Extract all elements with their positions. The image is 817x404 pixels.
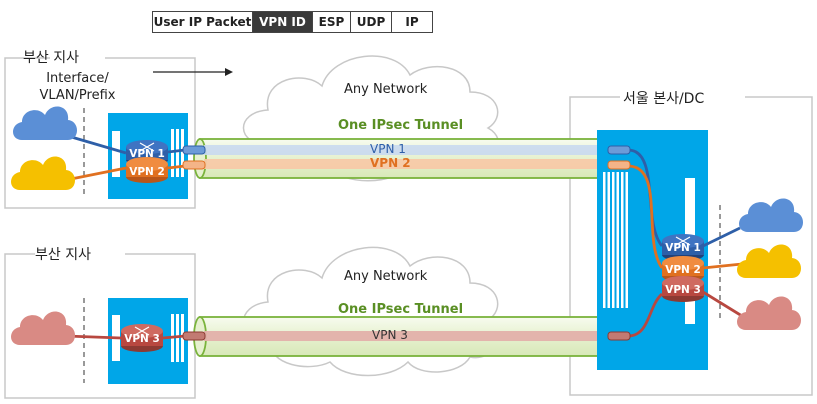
router-vpn3-hq-label: VPN 3 (665, 284, 701, 296)
tunnel-label-bottom: One IPsec Tunnel (338, 302, 464, 317)
router-vpn2-branch-top-label: VPN 2 (129, 166, 165, 178)
link-vpn3-bottom-branch (65, 334, 122, 340)
router-vpn1-branch-top-label: VPN 1 (129, 148, 165, 160)
packet-field-ip: IP (391, 11, 433, 33)
packet-field-udp: UDP (350, 11, 392, 33)
link-vpn2-top-branch (65, 166, 127, 182)
link-vpn3-to-tunnel (162, 334, 186, 340)
hq-title: 서울 본사/DC (623, 91, 705, 107)
link-vpn2-hq-cloud (702, 262, 743, 270)
router-vpn2-hq-label: VPN 2 (665, 264, 701, 276)
tunnel-top-vpn1-band (204, 145, 610, 155)
link-vpn3-hq (627, 292, 664, 338)
cloud-blue-hq-icon (739, 198, 803, 232)
branch-top-box (4, 57, 196, 209)
router-vpn3-branch-bottom-label: VPN 3 (124, 333, 160, 345)
link-vpn2-to-tunnel (167, 164, 186, 170)
branch-bottom-box (4, 253, 196, 399)
cloud-blue-branch-icon (13, 106, 77, 140)
interface-label: Interface/ VLAN/Prefix (39, 71, 116, 103)
router-vpn2-branch-top (126, 157, 168, 183)
router-vpn3-hq (662, 276, 704, 302)
router-vpn1-hq-label: VPN 1 (665, 242, 701, 254)
branch-top-title: 부산 지사 (23, 50, 79, 66)
link-vpn1-hq-cloud (702, 226, 741, 248)
tunnel-top-vpn2-band (204, 159, 610, 169)
branch-bottom-title: 부산 지사 (35, 247, 91, 263)
router-vpn3-branch-bottom (121, 324, 163, 352)
cloud-pink-branch-icon (11, 311, 75, 345)
tunnel-label-top: One IPsec Tunnel (338, 118, 464, 133)
tunnel-bottom-vpn3-label: VPN 3 (372, 328, 408, 342)
link-vpn1-to-tunnel (167, 148, 186, 154)
cloud-pink-hq-icon (737, 296, 801, 330)
cloud-yellow-branch-icon (11, 156, 75, 190)
tunnel-top-vpn1-label: VPN 1 (370, 142, 406, 156)
network-label-top: Any Network (344, 82, 428, 97)
packet-field-esp: ESP (312, 11, 351, 33)
link-vpn3-hq-cloud (702, 290, 743, 318)
link-vpn2-hq (627, 164, 664, 269)
link-vpn1-top-branch (67, 134, 127, 155)
tunnel-top-vpn2-label: VPN 2 (370, 156, 411, 170)
packet-field-user-ip: User IP Packet (152, 11, 253, 33)
packet-field-vpn-id: VPN ID (252, 11, 313, 33)
direction-arrowhead (225, 68, 233, 76)
hq-box (569, 96, 813, 396)
tunnel-bottom-vpn3-band (204, 331, 610, 341)
ipsec-tunnel-bottom (193, 316, 622, 357)
cloud-yellow-hq-icon (737, 244, 801, 278)
tunnel-connectors (182, 145, 631, 341)
router-vpn1-hq (662, 234, 704, 261)
network-label-bottom: Any Network (344, 269, 428, 284)
